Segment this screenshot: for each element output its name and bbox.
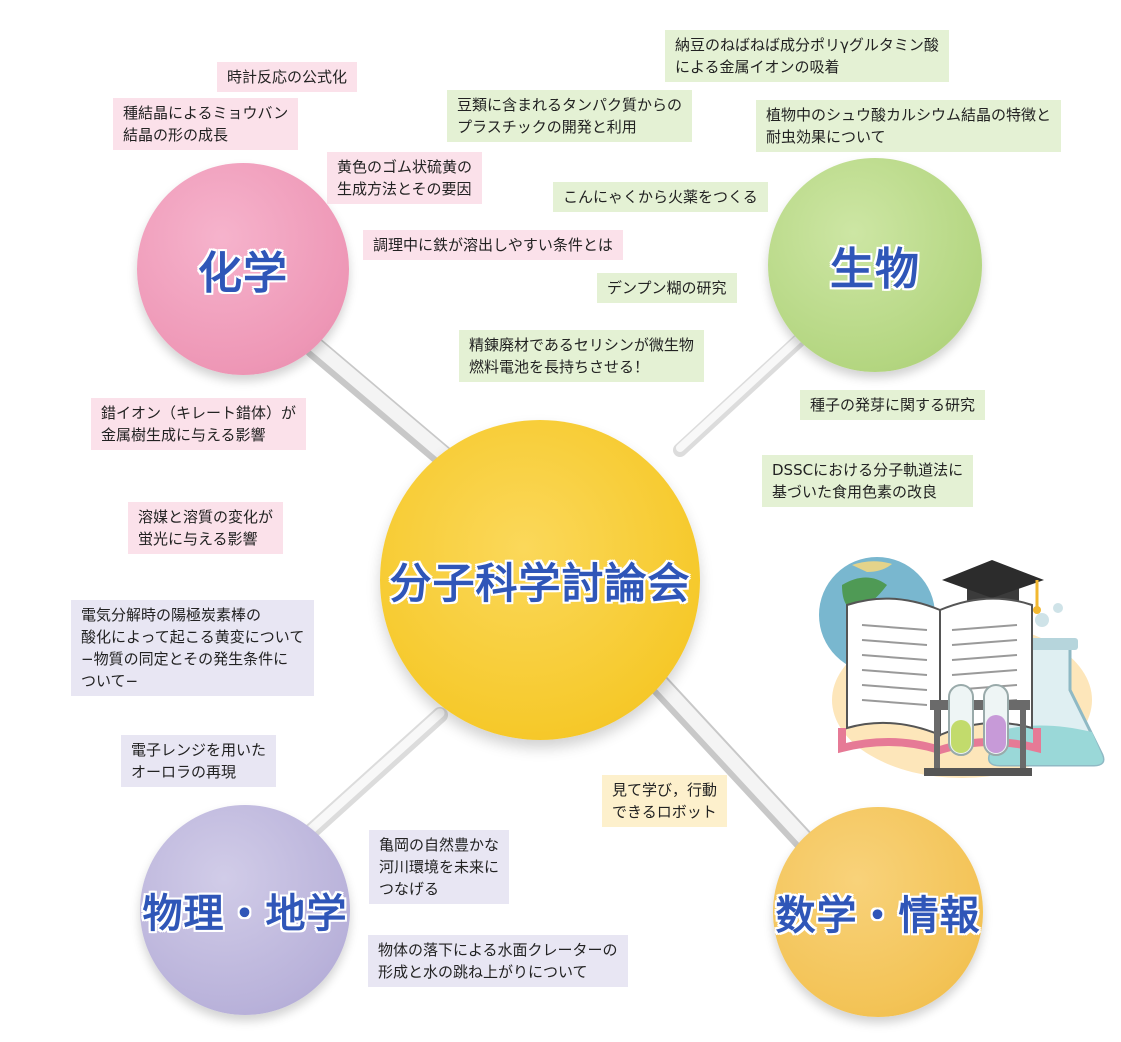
topic-biology-1: 納豆のねばねば成分ポリγグルタミン酸 による金属イオンの吸着 [665,30,949,82]
category-math-info: 数学・情報 [773,807,983,1017]
topic-chemistry-1: 時計反応の公式化 [217,62,358,92]
topic-chemistry-3: 黄色のゴム状硫黄の 生成方法とその要因 [327,152,483,204]
topic-chemistry-5: 錯イオン（キレート錯体）が 金属樹生成に与える影響 [91,398,307,450]
topic-chemistry-4: 調理中に鉄が溶出しやすい条件とは [363,230,623,260]
topic-biology-8: DSSCにおける分子軌道法に 基づいた食用色素の改良 [762,455,974,507]
topic-physics-2: 電子レンジを用いた オーロラの再現 [121,735,277,787]
topic-biology-2: 豆類に含まれるタンパク質からの プラスチックの開発と利用 [447,90,693,142]
topic-biology-4: こんにゃくから火薬をつくる [553,182,768,212]
topic-biology-6: 精錬廃材であるセリシンが微生物 燃料電池を長持ちさせる！ [459,330,704,382]
topic-physics-4: 物体の落下による水面クレーターの 形成と水の跳ね上がりについて [368,935,628,987]
topic-biology-7: 種子の発芽に関する研究 [800,390,986,420]
topic-physics-1: 電気分解時の陽極炭素棒の 酸化によって起こる黄変について −物質の同定とその発生… [71,600,315,696]
category-biology: 生物 [768,158,982,372]
category-physics-earth: 物理・地学 [140,805,350,1015]
topic-biology-5: デンプン糊の研究 [597,273,737,303]
center-title: 分子科学討論会 [380,420,700,740]
topic-physics-3: 亀岡の自然豊かな 河川環境を未来に つなげる [369,830,510,904]
test-tubes-icon [924,684,1032,776]
topic-chemistry-6: 溶媒と溶質の変化が 蛍光に与える影響 [128,502,284,554]
category-chemistry: 化学 [137,163,349,375]
illustration-books-science [819,557,1105,778]
open-book-icon [838,597,1041,755]
topic-chemistry-2: 種結晶によるミョウバン 結晶の形の成長 [113,98,299,150]
topic-biology-3: 植物中のシュウ酸カルシウム結晶の特徴と 耐虫効果について [756,100,1062,152]
topic-math-1: 見て学び，行動 できるロボット [602,775,728,827]
